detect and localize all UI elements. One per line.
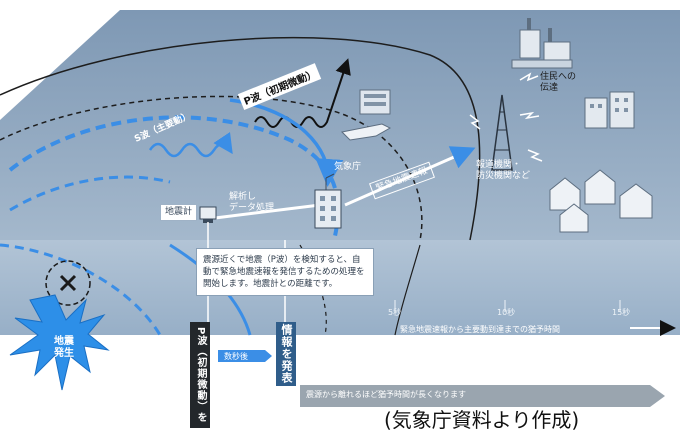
seismometer-icon [199, 206, 217, 223]
label-farther-note: 震源から離れるほど猶予時間が長くなります [306, 390, 466, 399]
broadcast-tower-icon [469, 72, 543, 171]
tick-15s: 15秒 [612, 308, 631, 317]
label-p-detect: P波（初期微動）を観測 [175, 322, 210, 428]
tick-5s: 5秒 [388, 308, 402, 317]
ground-top-face [0, 10, 680, 240]
time-axis-label: 緊急地震速報から主要動到達までの猶予時間 [400, 325, 560, 334]
distance-arrow [300, 385, 665, 407]
jma-building-icon [314, 173, 342, 229]
residents-houses-icon [549, 169, 653, 233]
plane-airport-icon [340, 89, 392, 141]
epicenter-x-icon [45, 260, 91, 306]
label-quake-occurrence: 地震 発生 [54, 336, 74, 359]
s-wave-front [8, 115, 340, 237]
label-broadcast-org: 報道機関・ 防災機関など [476, 160, 531, 181]
city-buildings-icon [511, 18, 573, 69]
several-sec-arrow [218, 350, 272, 362]
label-residents: 住民への 伝達 [540, 72, 577, 93]
explanation-note: 震源近くで地震（P波）を検知すると、自動で緊急地震速報を発信するための処理を開始… [196, 248, 374, 296]
quake-burst-icon [9, 294, 110, 391]
label-several-sec: 数秒後 [224, 352, 248, 361]
label-data-processing: 解析し データ処理 [229, 192, 275, 213]
tick-10s: 10秒 [497, 308, 516, 317]
source-credit: (気象庁資料より作成) [384, 408, 580, 432]
label-seismometer: 地震計 [160, 204, 198, 221]
p-wave-front [0, 95, 423, 241]
label-jma: 気象庁 [334, 162, 362, 172]
label-announce: 情報を発表 [276, 322, 296, 386]
s-wave-arrow [148, 131, 233, 158]
